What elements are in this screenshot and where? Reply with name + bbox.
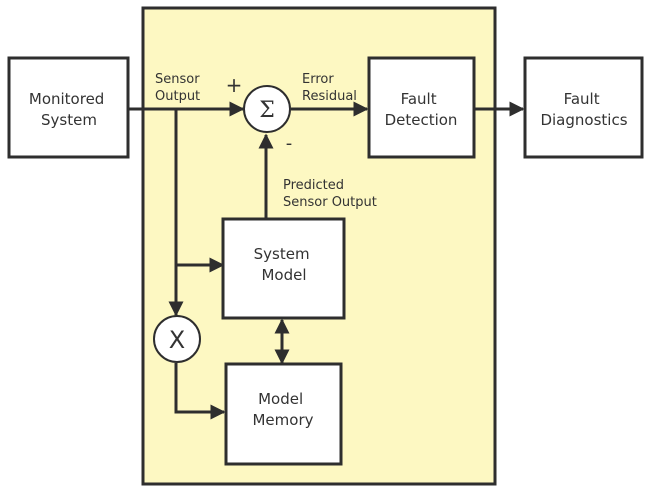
- plus-sign: +: [226, 73, 243, 97]
- monitored-system-label: Monitored System: [29, 90, 109, 129]
- summing-junction: [243, 85, 291, 133]
- system-model-box: [221, 217, 346, 320]
- fault-detection-box: [367, 56, 476, 159]
- fault-diagnostics-label: Fault Diagnostics: [540, 90, 627, 129]
- monitored-system-box: [7, 56, 130, 159]
- system-model-label: System Model: [254, 245, 315, 284]
- minus-sign: -: [286, 133, 293, 154]
- error-residual-label: Error Residual: [302, 72, 357, 104]
- predicted-sensor-output-label: Predicted Sensor Output: [283, 178, 377, 210]
- multiplier-junction: [153, 315, 201, 363]
- sensor-output-label: Sensor Output: [155, 72, 204, 104]
- multiply-icon: X: [169, 326, 185, 354]
- sigma-icon: Σ: [259, 98, 275, 123]
- model-memory-box: [224, 362, 343, 466]
- model-memory-label: Model Memory: [252, 390, 313, 429]
- edge-to-model-memory: [174, 363, 226, 420]
- fault-diagnostics-box: [523, 56, 644, 159]
- fault-detection-label: Fault Detection: [385, 90, 458, 129]
